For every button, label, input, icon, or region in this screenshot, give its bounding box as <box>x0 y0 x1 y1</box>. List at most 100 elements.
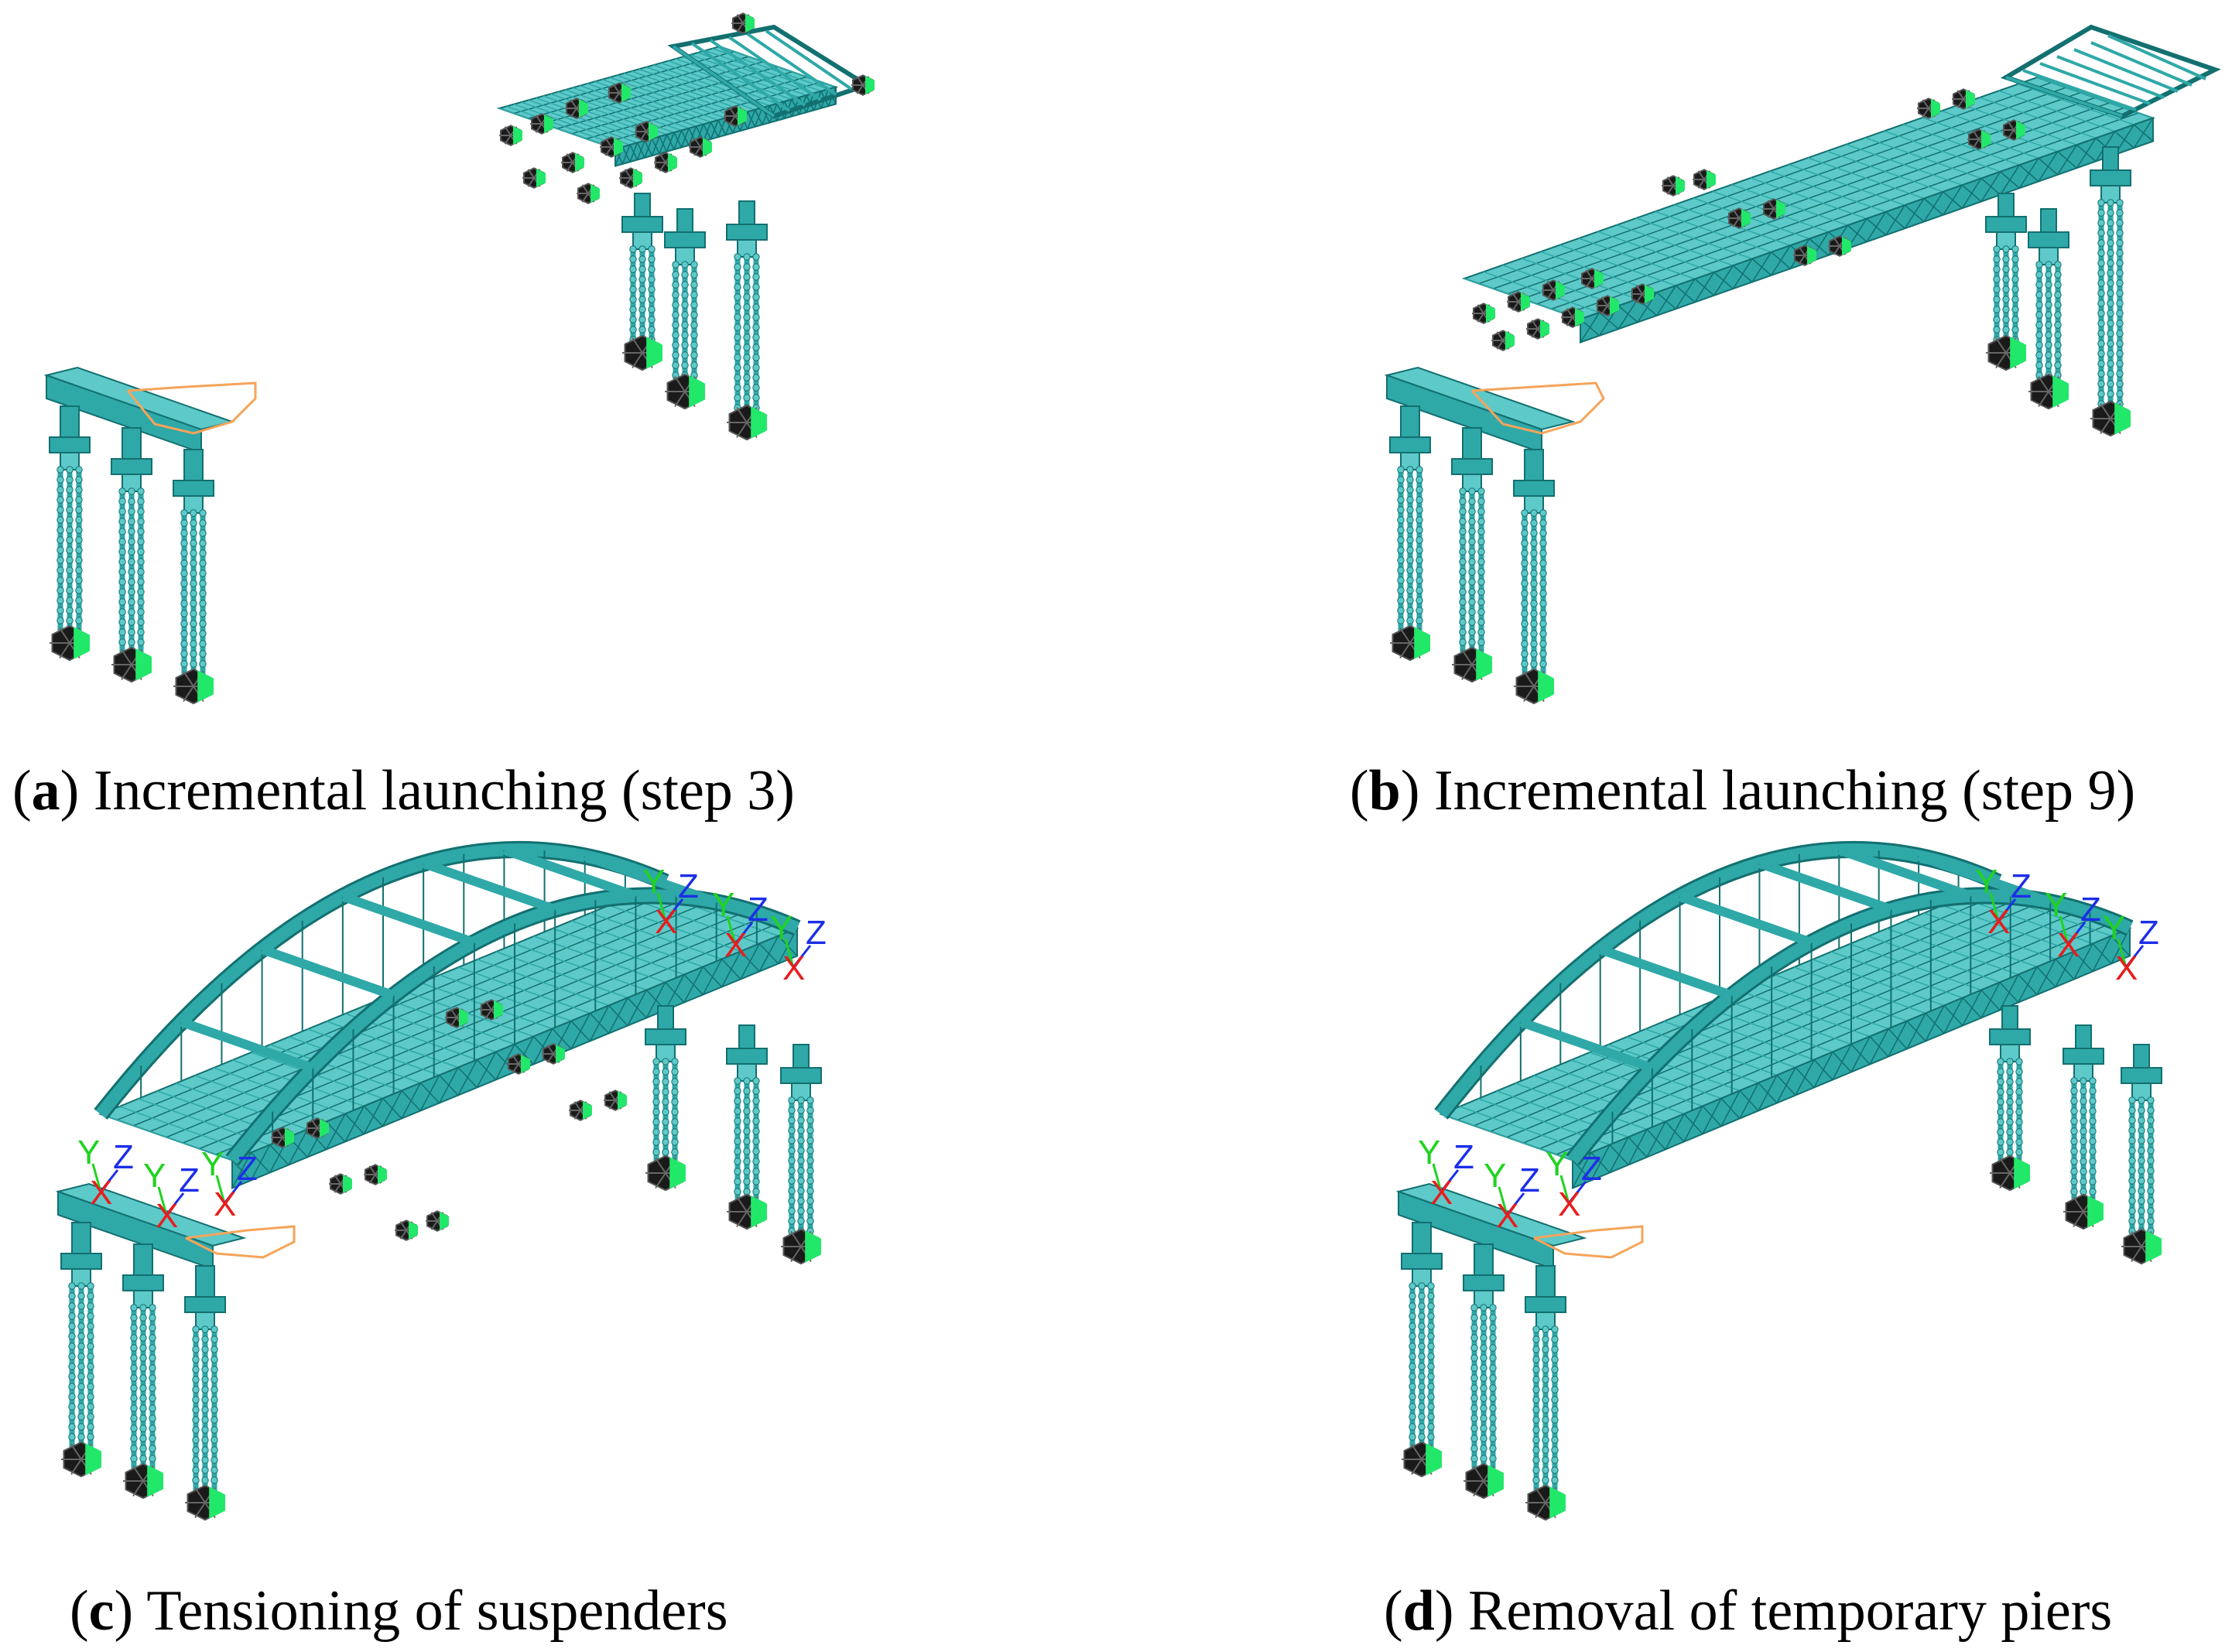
support-green-face <box>1981 130 1991 149</box>
pier-cap <box>49 436 91 470</box>
hexagon-support-icon <box>1452 646 1492 683</box>
pile-node <box>56 536 64 544</box>
pile-node <box>1542 1396 1549 1404</box>
pile-node <box>662 1088 669 1096</box>
truss-diagonal <box>1572 1152 1592 1189</box>
hexagon-support-icon <box>530 113 553 135</box>
pile-node <box>1470 1445 1478 1452</box>
pile-node <box>1551 1466 1559 1474</box>
pile-node <box>1477 628 1485 636</box>
support-green-face <box>459 1008 468 1027</box>
pile-node <box>1409 1423 1416 1431</box>
pile-node <box>671 1118 679 1126</box>
pile-column-icon <box>1390 466 1430 662</box>
deck-crossbeam <box>1459 1106 1592 1154</box>
pile-node <box>201 1346 209 1353</box>
pile-node <box>1542 1446 1549 1454</box>
pile-node <box>201 1356 209 1363</box>
pile-node <box>75 556 83 564</box>
truss-diagonal <box>758 935 779 972</box>
pile-node <box>128 618 135 626</box>
pile-node <box>66 607 74 614</box>
deck-crossbeam <box>690 53 807 96</box>
pile-node <box>2006 1108 2014 1116</box>
pile-node <box>2089 1117 2097 1125</box>
pile-node <box>56 566 64 574</box>
truss-diagonal <box>762 105 771 125</box>
pile-node <box>180 559 188 567</box>
pile-node <box>1459 638 1467 646</box>
pile-node <box>1418 1332 1426 1340</box>
pile-column-icon <box>123 1304 163 1500</box>
pile-node <box>734 354 741 361</box>
pile-node <box>2107 380 2114 388</box>
pile-node <box>2097 370 2105 378</box>
pile-node <box>130 1354 138 1362</box>
axis-x-label: X <box>2115 949 2138 987</box>
pile-node <box>118 598 126 606</box>
pile-node <box>1993 316 2001 323</box>
hexagon-support-icon <box>426 1210 449 1232</box>
hexagon-support-icon <box>1402 1441 1442 1478</box>
pile-node <box>690 311 698 319</box>
nose-truss-member <box>672 45 775 118</box>
deck-crossbeam <box>1655 210 1772 253</box>
pile-node <box>180 519 188 527</box>
pile-node <box>652 1088 660 1096</box>
pile-node <box>2116 350 2124 357</box>
launching-nose-truss <box>2000 24 2221 119</box>
support-green-face <box>556 1045 565 1063</box>
pile-node <box>1409 1393 1416 1401</box>
pier-cap <box>2028 231 2069 265</box>
pile-node <box>743 354 751 361</box>
pile-node <box>139 1445 147 1452</box>
temp-pier-column <box>792 1044 810 1069</box>
abutment-column <box>195 1265 215 1298</box>
pile-node <box>1539 610 1547 617</box>
truss-diagonal <box>665 974 685 1011</box>
pile-node <box>1480 1354 1487 1362</box>
pile-node <box>199 549 207 557</box>
pier-cap-block <box>1513 480 1555 497</box>
pile-node <box>797 1177 805 1185</box>
pile-node <box>130 1455 138 1462</box>
pile-node <box>1416 556 1423 564</box>
pile-node <box>1409 1413 1416 1421</box>
deck-crossbeam <box>119 1106 252 1154</box>
pile-node <box>118 568 126 576</box>
truss-diagonal <box>1702 1098 1722 1134</box>
pile-node <box>1521 660 1529 668</box>
pile-node <box>681 351 689 359</box>
support-green-face <box>135 648 152 681</box>
support-green-face <box>751 406 767 439</box>
pile-node <box>1418 1322 1426 1330</box>
pile-node <box>752 1127 760 1135</box>
pier-cap <box>184 1296 226 1330</box>
axis-y-line <box>1989 892 2000 922</box>
pile-node <box>1477 508 1485 515</box>
truss-diagonal <box>344 1106 365 1142</box>
arch-wind-brace <box>260 945 395 1000</box>
pile-node <box>130 1445 138 1452</box>
temporary-pier <box>2121 1044 2162 1265</box>
axis-z-line <box>1997 898 2017 922</box>
axis-z-line <box>99 1169 119 1192</box>
deck-crossbeam <box>506 105 623 148</box>
hexagon-support-icon <box>2090 400 2131 437</box>
pile-node <box>1530 620 1538 628</box>
pile-node <box>87 1403 94 1411</box>
truss-diagonal <box>608 997 628 1034</box>
pier-cap-block <box>726 224 768 241</box>
pile-node <box>743 1107 751 1115</box>
pier-cap-block <box>2090 169 2131 186</box>
pile-node <box>137 618 145 626</box>
truss-diagonal <box>1980 171 2001 202</box>
pile-node <box>2015 1148 2023 1156</box>
pile-node <box>1459 618 1467 626</box>
truss-diagonal <box>2092 935 2112 972</box>
pile-node <box>192 1366 200 1373</box>
pile-node <box>2128 1197 2136 1205</box>
pile-node <box>137 487 145 495</box>
pier-cap <box>111 458 152 492</box>
